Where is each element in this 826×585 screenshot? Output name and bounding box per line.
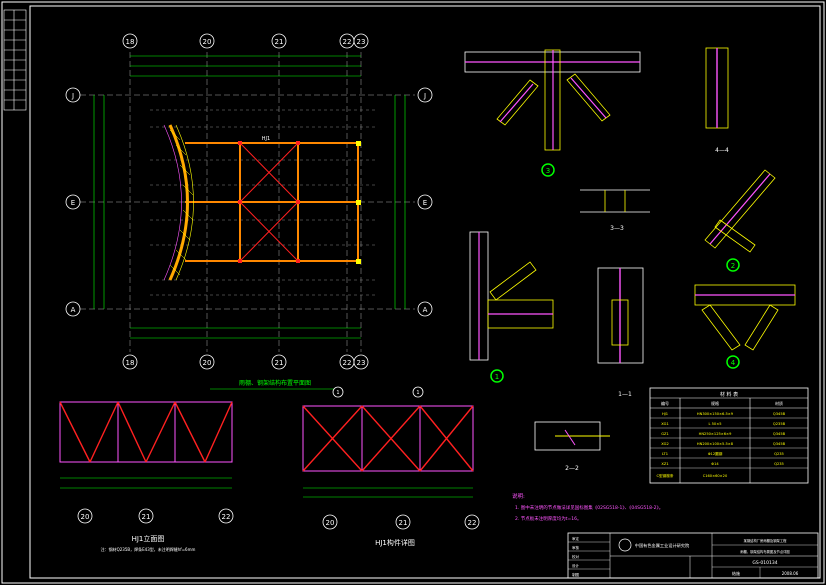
table-cell: Φ14 [711,462,719,466]
table-cell: C型钢檩条 [657,473,674,478]
tb-row: 制图 [572,572,580,577]
inner-border [29,5,821,579]
binding-strip [3,9,27,111]
table-cell: Q235 [774,462,784,466]
detail-node-4: 4 [694,284,796,369]
tb-drawing-name: 雨棚、钢架结构布置图及节点详图 [740,549,790,554]
axis-left-j: J [71,92,74,100]
tb-date: 2008.06 [782,571,799,576]
tb-row: 设计 [572,563,580,568]
table-header: 编号 [661,400,669,406]
table-cell: Q345B [773,412,786,416]
axis-right-j: J [423,92,426,100]
axis-top-5: 23 [357,38,366,46]
tb-row: 审核 [572,545,580,550]
tb-company: 中国有色金属工业设计研究院 [635,542,690,549]
table-cell: LT1 [662,452,668,456]
plan-title: 雨棚、钢架结构布置平面图 [239,379,311,387]
axis-bottom-2: 20 [203,359,212,367]
elev-right-axis-1: 20 [326,519,335,527]
section-11-label: 1—1 [618,391,632,398]
axis-top-1: 18 [126,38,135,46]
table-cell: Q235B [773,422,786,426]
company-logo-icon [618,538,632,552]
callout-1: 1 [495,373,499,381]
axis-right-e: E [423,199,427,207]
section-2-2: 2—2 [534,421,610,472]
elev-left-axis-1: 20 [81,513,90,521]
table-cell: Q345B [773,442,786,446]
axis-bottom-3: 21 [275,359,284,367]
table-cell: XZ1 [661,462,668,466]
hj-label: HJ1 [262,136,270,142]
section-22-label: 2—2 [565,465,579,472]
table-cell: Q235 [774,452,784,456]
notes-title: 说明: [512,492,525,500]
table-cell: HJ1 [662,412,668,416]
table-cell: HN300×150×6.5×9 [697,412,734,416]
axis-bubbles-top [65,33,433,370]
elev-left-subtitle: 注：钢材Q235B，焊条E43型，未注明焊缝hf=6mm [101,546,196,552]
table-cell: HN200×100×5.5×8 [697,442,734,446]
table-cell: C160×60×20 [703,474,728,478]
axis-right-a: A [423,306,428,314]
section-44-label: 4—4 [715,147,729,154]
section-4-4: 4—4 [705,47,729,154]
elev-right-callout-b: 1 [416,390,419,396]
elev-right-title: HJ1构件详图 [375,538,415,547]
title-block: 审定 审核 校对 设计 制图 中国有色金属工业设计研究院 某钢结构厂房雨棚及钢架… [567,532,819,579]
callout-3: 3 [546,167,550,175]
section-33-label: 3—3 [610,225,624,232]
elev-left-axis-2: 21 [142,513,151,521]
elevation-left: 20 21 22 HJ1立面图 注：钢材Q235B，焊条E43型，未注明焊缝hf… [59,401,234,552]
table-cell: Φ12圆钢 [708,451,723,456]
elev-left-axis-3: 22 [222,513,231,521]
tb-row: 审定 [572,536,580,541]
axis-top-2: 20 [203,38,212,46]
detail-node-3: 3 [464,49,641,177]
table-cell: Q345B [773,432,786,436]
elevation-right: 20 21 22 1 1 HJ1构件详图 [302,386,480,547]
elev-left-title: HJ1立面图 [132,534,165,543]
axis-left-e: E [71,199,75,207]
axis-bottom-5: 23 [357,359,366,367]
axis-top-4: 22 [343,38,352,46]
notes-line-1: 1. 图中未注明的节点做法详见国标图集《02SG518-1》、《04SG518-… [515,504,663,511]
elev-right-axis-2: 21 [399,519,408,527]
table-header: 材质 [775,400,783,406]
table-cell: L 50×5 [708,422,721,426]
table-title: 材 料 表 [720,391,738,398]
tb-drawing-no: GS-010134 [752,560,777,566]
table-cell: XG2 [661,442,669,446]
tb-row: 校对 [572,554,580,559]
axis-top-3: 21 [275,38,284,46]
detail-node-2: 2 [704,169,776,272]
tb-sheet: 结施 [732,570,740,576]
callout-4: 4 [731,359,736,367]
axis-left-a: A [71,306,76,314]
axis-bottom-4: 22 [343,359,352,367]
axis-bottom-1: 18 [126,359,135,367]
notes-line-2: 2. 节点板未注明厚度均为t=16。 [515,515,581,522]
material-table: 材 料 表 编号 规格 材质 HJ1 HN300×150×6.5×9 Q345B… [649,387,809,484]
elev-right-axis-3: 22 [468,519,477,527]
table-cell: GZ1 [661,432,669,436]
table-cell: HN250×125×6×9 [699,432,732,436]
section-3-3: 3—3 [580,189,650,232]
section-1-1: 1—1 [597,267,644,398]
detail-node-1: 1 [469,231,554,383]
table-header: 规格 [711,400,719,406]
tb-project: 某钢结构厂房雨棚及钢架工程 [744,538,788,543]
notes: 说明: 1. 图中未注明的节点做法详见国标图集《02SG518-1》、《04SG… [512,492,663,522]
elev-right-callout-a: 1 [336,390,339,396]
plan-view: HJ1 18 20 21 22 23 18 20 21 22 23 J E A … [65,33,433,390]
callout-2: 2 [731,262,735,270]
table-cell: XG1 [661,422,669,426]
